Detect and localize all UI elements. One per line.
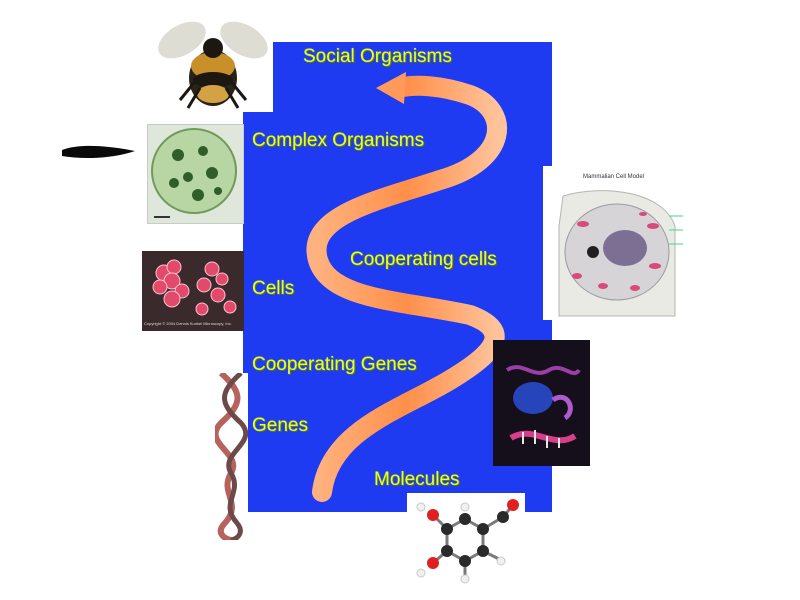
arrow-body [306, 75, 507, 502]
mammalian-cell-image: Mammalian Cell Model [543, 166, 693, 320]
label-social-organisms: Social Organisms [303, 46, 452, 67]
label-genes: Genes [252, 415, 308, 436]
molecule-image [407, 493, 525, 585]
dna-strand-image [215, 373, 248, 540]
label-cooperating-cells: Cooperating cells [350, 249, 497, 270]
cell-model-title: Mammalian Cell Model [583, 174, 645, 180]
arrow-head [376, 72, 406, 104]
label-cells: Cells [252, 278, 295, 299]
volvox-image [147, 124, 244, 224]
cell-cluster-credit: Copyright © 2004 Dennis Kunkel Microscop… [144, 321, 232, 326]
label-complex-organisms: Complex Organisms [252, 130, 425, 151]
cell-cluster-image: Copyright © 2004 Dennis Kunkel Microscop… [142, 251, 244, 331]
label-cooperating-genes: Cooperating Genes [252, 354, 417, 375]
bee-image [152, 8, 272, 112]
protein-complex-image [493, 340, 590, 466]
label-molecules: Molecules [374, 469, 460, 490]
